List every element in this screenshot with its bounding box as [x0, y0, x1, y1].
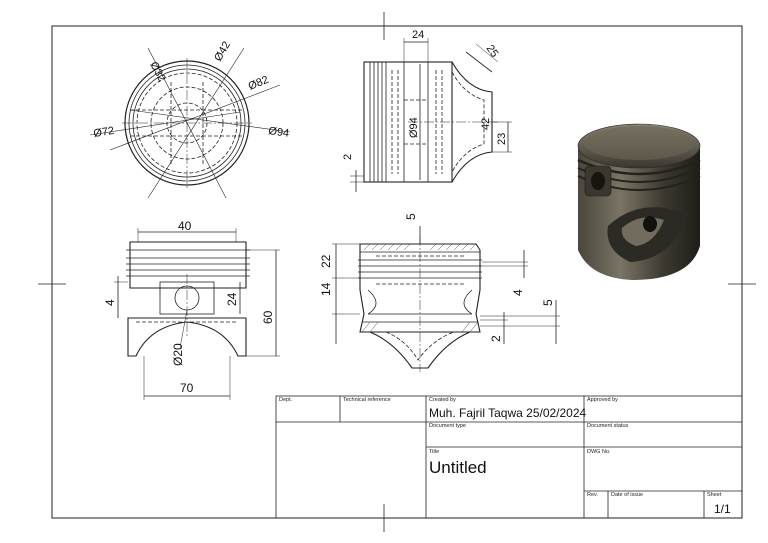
side-view: [350, 38, 512, 192]
dim-r2: 2: [489, 335, 503, 342]
document-type-label: Document type: [429, 423, 466, 429]
dim-d72: Ø72: [93, 125, 115, 140]
dim-front-h4: 4: [103, 299, 117, 306]
dwg-no-label: DWG No.: [587, 449, 611, 455]
dim-w70: 70: [180, 381, 194, 395]
dim-r4: 4: [511, 289, 525, 296]
dim-t5: 5: [404, 213, 418, 220]
title-value: Untitled: [429, 458, 487, 477]
created-by-value: Muh. Fajril Taqwa 25/02/2024: [429, 406, 587, 420]
document-status-label: Document status: [587, 423, 629, 429]
date-of-issue-label: Date of issue: [611, 492, 644, 498]
dim-h24: 24: [225, 292, 239, 306]
title-label: Title: [429, 449, 440, 455]
sheet-value: 1/1: [714, 502, 731, 516]
tech-ref-label: Technical reference: [343, 397, 391, 403]
dim-d94: Ø94: [268, 125, 290, 140]
dim-h42: 42: [480, 118, 492, 130]
dim-side-d94: Ø94: [408, 117, 420, 138]
dim-w40: 40: [178, 219, 192, 233]
rev-label: Rev.: [587, 492, 598, 498]
dim-r5: 5: [541, 299, 555, 306]
dim-d42: Ø42: [212, 39, 233, 63]
sheet-label: Sheet: [707, 492, 722, 498]
dept-label: Dept.: [279, 397, 293, 403]
title-block-grid: [275, 395, 743, 519]
dim-w24: 24: [412, 29, 424, 41]
front-view: [114, 228, 280, 400]
piston-iso-render: [577, 123, 701, 280]
dim-h23: 23: [496, 133, 508, 145]
dim-a25: 25: [484, 43, 501, 60]
dim-d20: Ø20: [171, 343, 185, 366]
dim-h60: 60: [261, 310, 275, 324]
dim-h14: 14: [319, 282, 333, 296]
dim-side-h2: 2: [342, 154, 354, 160]
approved-by-label: Approved by: [587, 397, 618, 403]
dim-h22: 22: [319, 254, 333, 268]
section-view: [332, 226, 560, 372]
created-by-label: Created by: [429, 397, 456, 403]
top-view: [89, 47, 291, 199]
